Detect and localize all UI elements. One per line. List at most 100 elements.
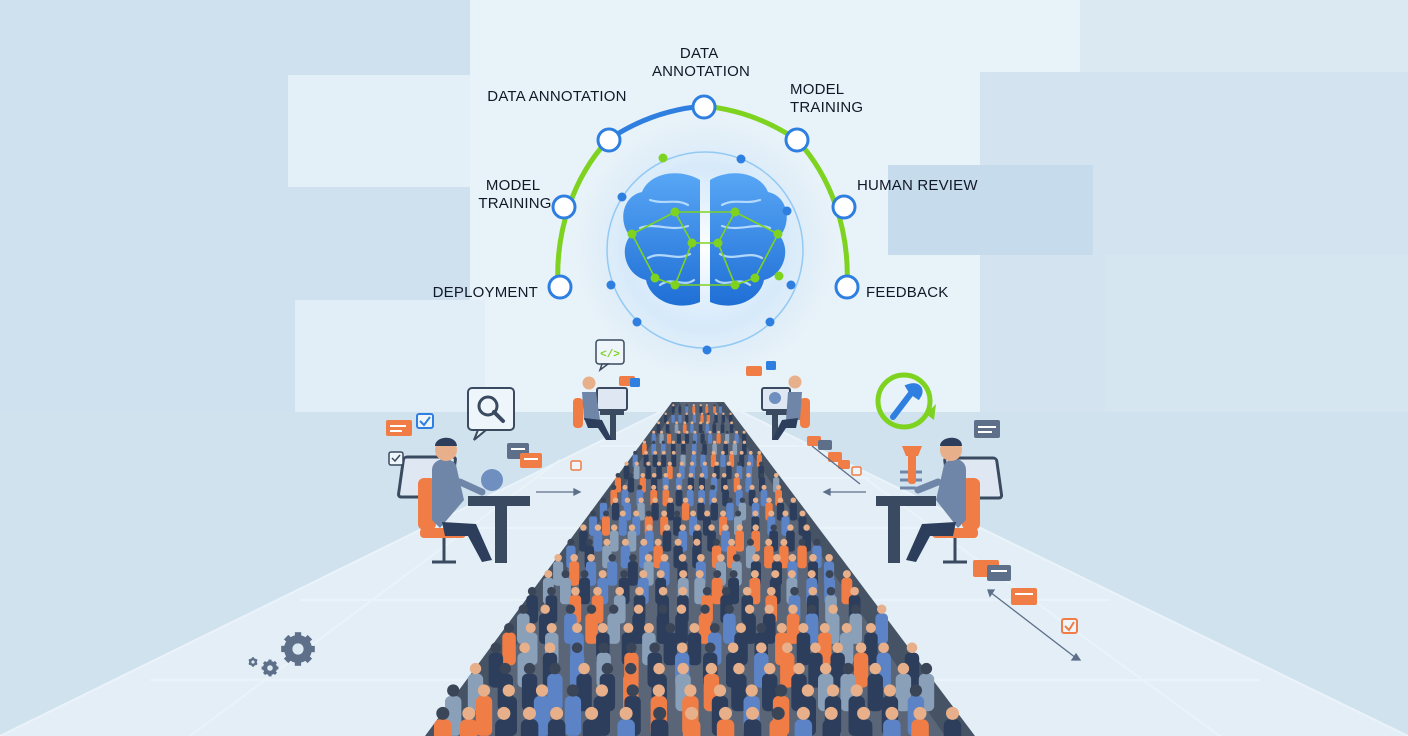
chat-card bbox=[746, 366, 762, 376]
stage-node-data-annotation-top[interactable]: DATA ANNOTATION bbox=[652, 45, 750, 120]
crowd-person-body bbox=[710, 454, 716, 467]
crowd-person-body bbox=[611, 502, 620, 521]
crowd-person-head bbox=[628, 473, 634, 478]
crowd-person-body bbox=[716, 433, 721, 444]
crowd-person-head bbox=[698, 497, 704, 503]
crowd-person-head bbox=[759, 473, 765, 478]
crowd-person-body bbox=[547, 719, 566, 736]
crowd-person-body bbox=[564, 696, 582, 736]
crowd-person-body bbox=[726, 465, 732, 480]
crowd-person-head bbox=[756, 623, 767, 633]
crowd-person-body bbox=[593, 530, 603, 552]
crowd-person-body bbox=[675, 489, 683, 507]
crowd-person-head bbox=[748, 450, 753, 455]
crowd-person-head bbox=[675, 421, 678, 425]
check-card bbox=[388, 451, 404, 466]
crowd-person-head bbox=[798, 623, 809, 633]
chat-card bbox=[1011, 588, 1037, 605]
crowd-person-head bbox=[660, 554, 669, 562]
crowd-person-head bbox=[609, 604, 619, 614]
crowd-person-head bbox=[657, 421, 660, 425]
crowd-person-head bbox=[615, 473, 621, 478]
stage-node-feedback[interactable]: FEEDBACK bbox=[834, 274, 948, 301]
crowd-person-head bbox=[567, 538, 575, 546]
crowd-person-head bbox=[727, 642, 739, 654]
stage-node-model-training-left[interactable]: MODEL TRAINING bbox=[478, 177, 577, 220]
crowd-person-head bbox=[768, 510, 775, 517]
crowd-person-body bbox=[875, 613, 888, 644]
crowd-person-head bbox=[678, 554, 687, 562]
crowd-person-head bbox=[690, 421, 694, 425]
crowd-person-head bbox=[679, 461, 684, 466]
crowd-person-head bbox=[913, 706, 927, 720]
crowd-person-head bbox=[702, 461, 708, 466]
flow-arrows bbox=[536, 445, 1082, 661]
crowd-person-body bbox=[854, 719, 873, 736]
crowd-person-head bbox=[790, 586, 799, 596]
crowd-person-head bbox=[711, 473, 717, 478]
crowd-person-head bbox=[603, 538, 611, 546]
stage-node-deployment[interactable]: DEPLOYMENT bbox=[433, 274, 573, 301]
gear-hole bbox=[292, 643, 304, 655]
crowd-person-body bbox=[943, 719, 962, 736]
stage-node-human-review[interactable]: HUMAN REVIEW bbox=[831, 177, 978, 220]
crowd-person-body bbox=[705, 424, 710, 434]
crowd-person-body bbox=[627, 477, 635, 493]
stage-node-data-annotation-left[interactable]: DATA ANNOTATION bbox=[487, 88, 627, 153]
crowd-person-head bbox=[729, 570, 738, 579]
crowd-person-head bbox=[547, 586, 556, 596]
crowd-person-head bbox=[643, 623, 654, 633]
crowd-person-head bbox=[906, 642, 918, 654]
crowd-person-head bbox=[676, 604, 687, 614]
crowd-person-head bbox=[693, 538, 701, 546]
crowd-person-head bbox=[700, 604, 710, 614]
crowd-person-head bbox=[825, 554, 833, 562]
crowd-person-head bbox=[826, 586, 836, 596]
crowd-person-head bbox=[810, 642, 821, 654]
crowd-person-body bbox=[716, 719, 735, 736]
crowd-person-head bbox=[687, 484, 693, 490]
crowd-person-head bbox=[765, 538, 773, 546]
gear-hole bbox=[251, 660, 255, 664]
crowd-person-head bbox=[713, 404, 716, 407]
crowd-person-body bbox=[794, 719, 813, 736]
chat-card bbox=[520, 453, 542, 468]
crowd-person-head bbox=[549, 662, 561, 675]
crowd-person-body bbox=[720, 424, 725, 434]
crowd-person-head bbox=[842, 570, 851, 579]
crowd-person-head bbox=[640, 473, 646, 478]
crowd-person-head bbox=[782, 510, 789, 517]
crowd-person-body bbox=[681, 502, 690, 521]
crowd-person-head bbox=[652, 440, 656, 444]
check-card bbox=[630, 378, 640, 387]
crowd-person-head bbox=[677, 662, 689, 675]
crowd-person-head bbox=[813, 538, 821, 546]
crowd-person-head bbox=[703, 440, 707, 444]
crowd-person-body bbox=[671, 414, 675, 423]
crowd-person-head bbox=[773, 473, 779, 478]
crowd-person-head bbox=[628, 524, 636, 531]
crowd-person-head bbox=[793, 662, 805, 675]
crowd-person-head bbox=[580, 570, 589, 579]
crowd-person-head bbox=[819, 623, 830, 633]
crowd-person-head bbox=[671, 450, 676, 455]
crowd-person-head bbox=[678, 586, 688, 596]
crowd-person-body bbox=[685, 414, 689, 423]
crowd-person-head bbox=[695, 570, 704, 579]
crowd-person-body bbox=[650, 719, 669, 736]
crowd-person-head bbox=[661, 450, 666, 455]
crowd-person-head bbox=[546, 623, 557, 633]
crowd-person-head bbox=[638, 497, 644, 503]
crowd-person-head bbox=[571, 642, 583, 654]
crowd-person-head bbox=[850, 586, 859, 596]
crowd-person-head bbox=[761, 484, 767, 490]
stage-node-model-training-right[interactable]: MODEL TRAINING bbox=[784, 81, 863, 153]
crowd-person-head bbox=[667, 461, 672, 466]
crowd-person-head bbox=[730, 421, 733, 425]
crowd-person-head bbox=[674, 538, 682, 546]
crowd-person-head bbox=[699, 484, 705, 490]
crowd-person-head bbox=[679, 524, 686, 531]
crowd-person-body bbox=[633, 465, 640, 480]
crowd-person-head bbox=[685, 430, 689, 434]
crowd-person-head bbox=[572, 623, 583, 633]
